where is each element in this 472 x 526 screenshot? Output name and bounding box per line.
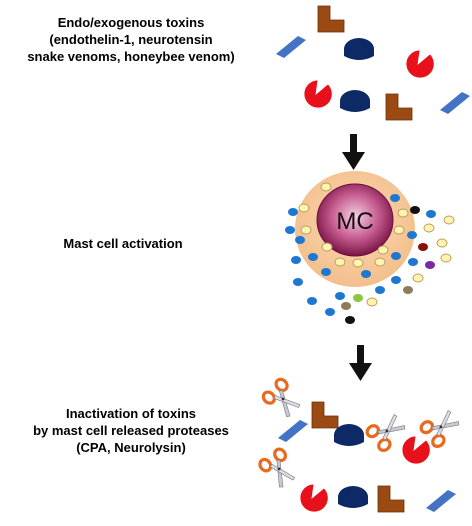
granule (375, 286, 385, 294)
stage-2-line: Mast cell activation (63, 236, 183, 251)
granules (285, 182, 455, 324)
granule (440, 253, 452, 263)
stage-1-line: snake venoms, honeybee venom) (27, 49, 235, 64)
granule (321, 268, 331, 276)
l-shape-toxin (311, 401, 339, 429)
parallelogram-toxin (276, 36, 306, 58)
granule (345, 316, 355, 324)
stage-3-line: Inactivation of toxins (65, 406, 196, 421)
granule (407, 231, 417, 239)
granule (307, 297, 317, 305)
granule (353, 294, 363, 302)
down-arrow (349, 345, 372, 381)
granule (377, 245, 389, 255)
semicircle-toxin (340, 90, 370, 112)
granule (366, 297, 378, 307)
semicircle-toxin (334, 424, 364, 446)
granule (391, 252, 401, 260)
granule (321, 242, 333, 252)
parallelogram-toxin (426, 490, 456, 512)
l-shape-toxin (385, 93, 413, 121)
granule (436, 238, 448, 248)
granule (423, 223, 435, 233)
l-shape-toxin (317, 5, 345, 33)
granule (341, 302, 351, 310)
semicircle-toxin (338, 486, 368, 508)
granule (308, 253, 318, 261)
granule (325, 308, 335, 316)
scissors-icon (259, 375, 307, 423)
granule (412, 273, 424, 283)
pacman-toxin (401, 435, 431, 465)
down-arrow (342, 134, 365, 170)
granule (293, 278, 303, 286)
granule (300, 225, 312, 235)
pacman-toxin (299, 483, 329, 513)
granule (298, 203, 310, 213)
granule (374, 257, 386, 267)
stage-3-label: Inactivation of toxins by mast cell rele… (0, 405, 262, 456)
pacman-toxin (405, 49, 435, 79)
granule (418, 243, 428, 251)
granule (335, 292, 345, 300)
cell-nucleus (316, 183, 394, 257)
granule (443, 215, 455, 225)
granule (390, 194, 400, 202)
granule (295, 236, 305, 244)
granule (352, 258, 364, 268)
granule (391, 276, 401, 284)
granule (426, 210, 436, 218)
granule (397, 208, 409, 218)
stage-1-line: Endo/exogenous toxins (57, 15, 205, 30)
stage-1-line: (endothelin-1, neurotensin (49, 32, 213, 47)
scissors-icon (256, 445, 302, 493)
granule (408, 258, 418, 266)
granule (403, 286, 413, 294)
cell-label: MC (336, 208, 373, 235)
pacman-toxin (303, 79, 333, 109)
stage-2-label: Mast cell activation (0, 235, 246, 252)
parallelogram-toxin (440, 92, 470, 114)
stage-3-line: (CPA, Neurolysin) (76, 440, 186, 455)
granule (410, 206, 420, 214)
granule (320, 182, 332, 192)
granule (285, 226, 295, 234)
granule (288, 208, 298, 216)
stage-1-label: Endo/exogenous toxins (endothelin-1, neu… (0, 14, 262, 65)
l-shape-toxin (377, 485, 405, 513)
granule (334, 257, 346, 267)
mast-cell: MC (295, 171, 415, 287)
granule (425, 261, 435, 269)
granule (361, 270, 371, 278)
parallelogram-toxin (278, 420, 308, 442)
granule (393, 225, 405, 235)
granule (291, 256, 301, 264)
stage-3-line: by mast cell released proteases (33, 423, 229, 438)
semicircle-toxin (344, 38, 374, 60)
